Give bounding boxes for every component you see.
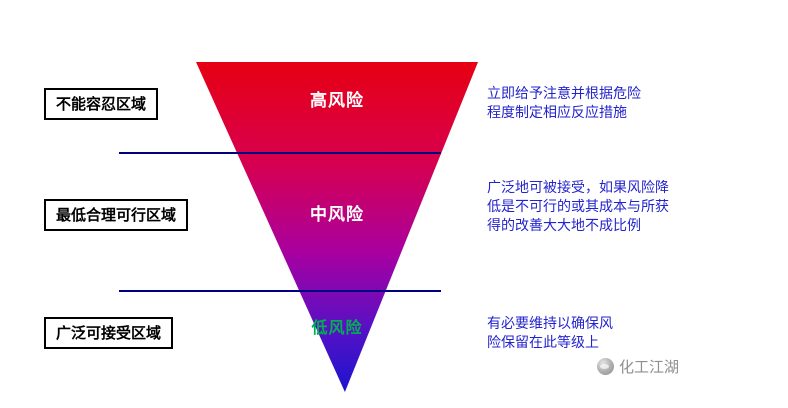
zone-label-high-risk: 高风险 — [310, 91, 364, 110]
region-label-alarp: 最低合理可行区域 — [44, 199, 189, 231]
zone-label-low-risk: 低风险 — [311, 320, 363, 337]
watermark-text: 化工江湖 — [619, 359, 680, 376]
brand-logo-icon — [597, 358, 614, 375]
note-low-risk: 有必要维持以确保风 险保留在此等级上 — [487, 315, 613, 350]
divider-line-top — [119, 152, 441, 154]
region-label-intolerable: 不能容忍区域 — [44, 88, 159, 120]
watermark: 化工江湖 — [597, 356, 679, 377]
divider-line-bottom — [119, 290, 441, 292]
note-medium-risk: 广泛地可被接受，如果风险降 低是不可行的或其成本与所获 得的改善大大地不成比例 — [487, 179, 669, 233]
zone-label-medium-risk: 中风险 — [310, 205, 364, 224]
region-label-broadly-acceptable: 广泛可接受区域 — [44, 317, 174, 349]
note-high-risk: 立即给予注意并根据危险 程度制定相应反应措施 — [487, 85, 641, 120]
risk-triangle — [196, 62, 478, 392]
